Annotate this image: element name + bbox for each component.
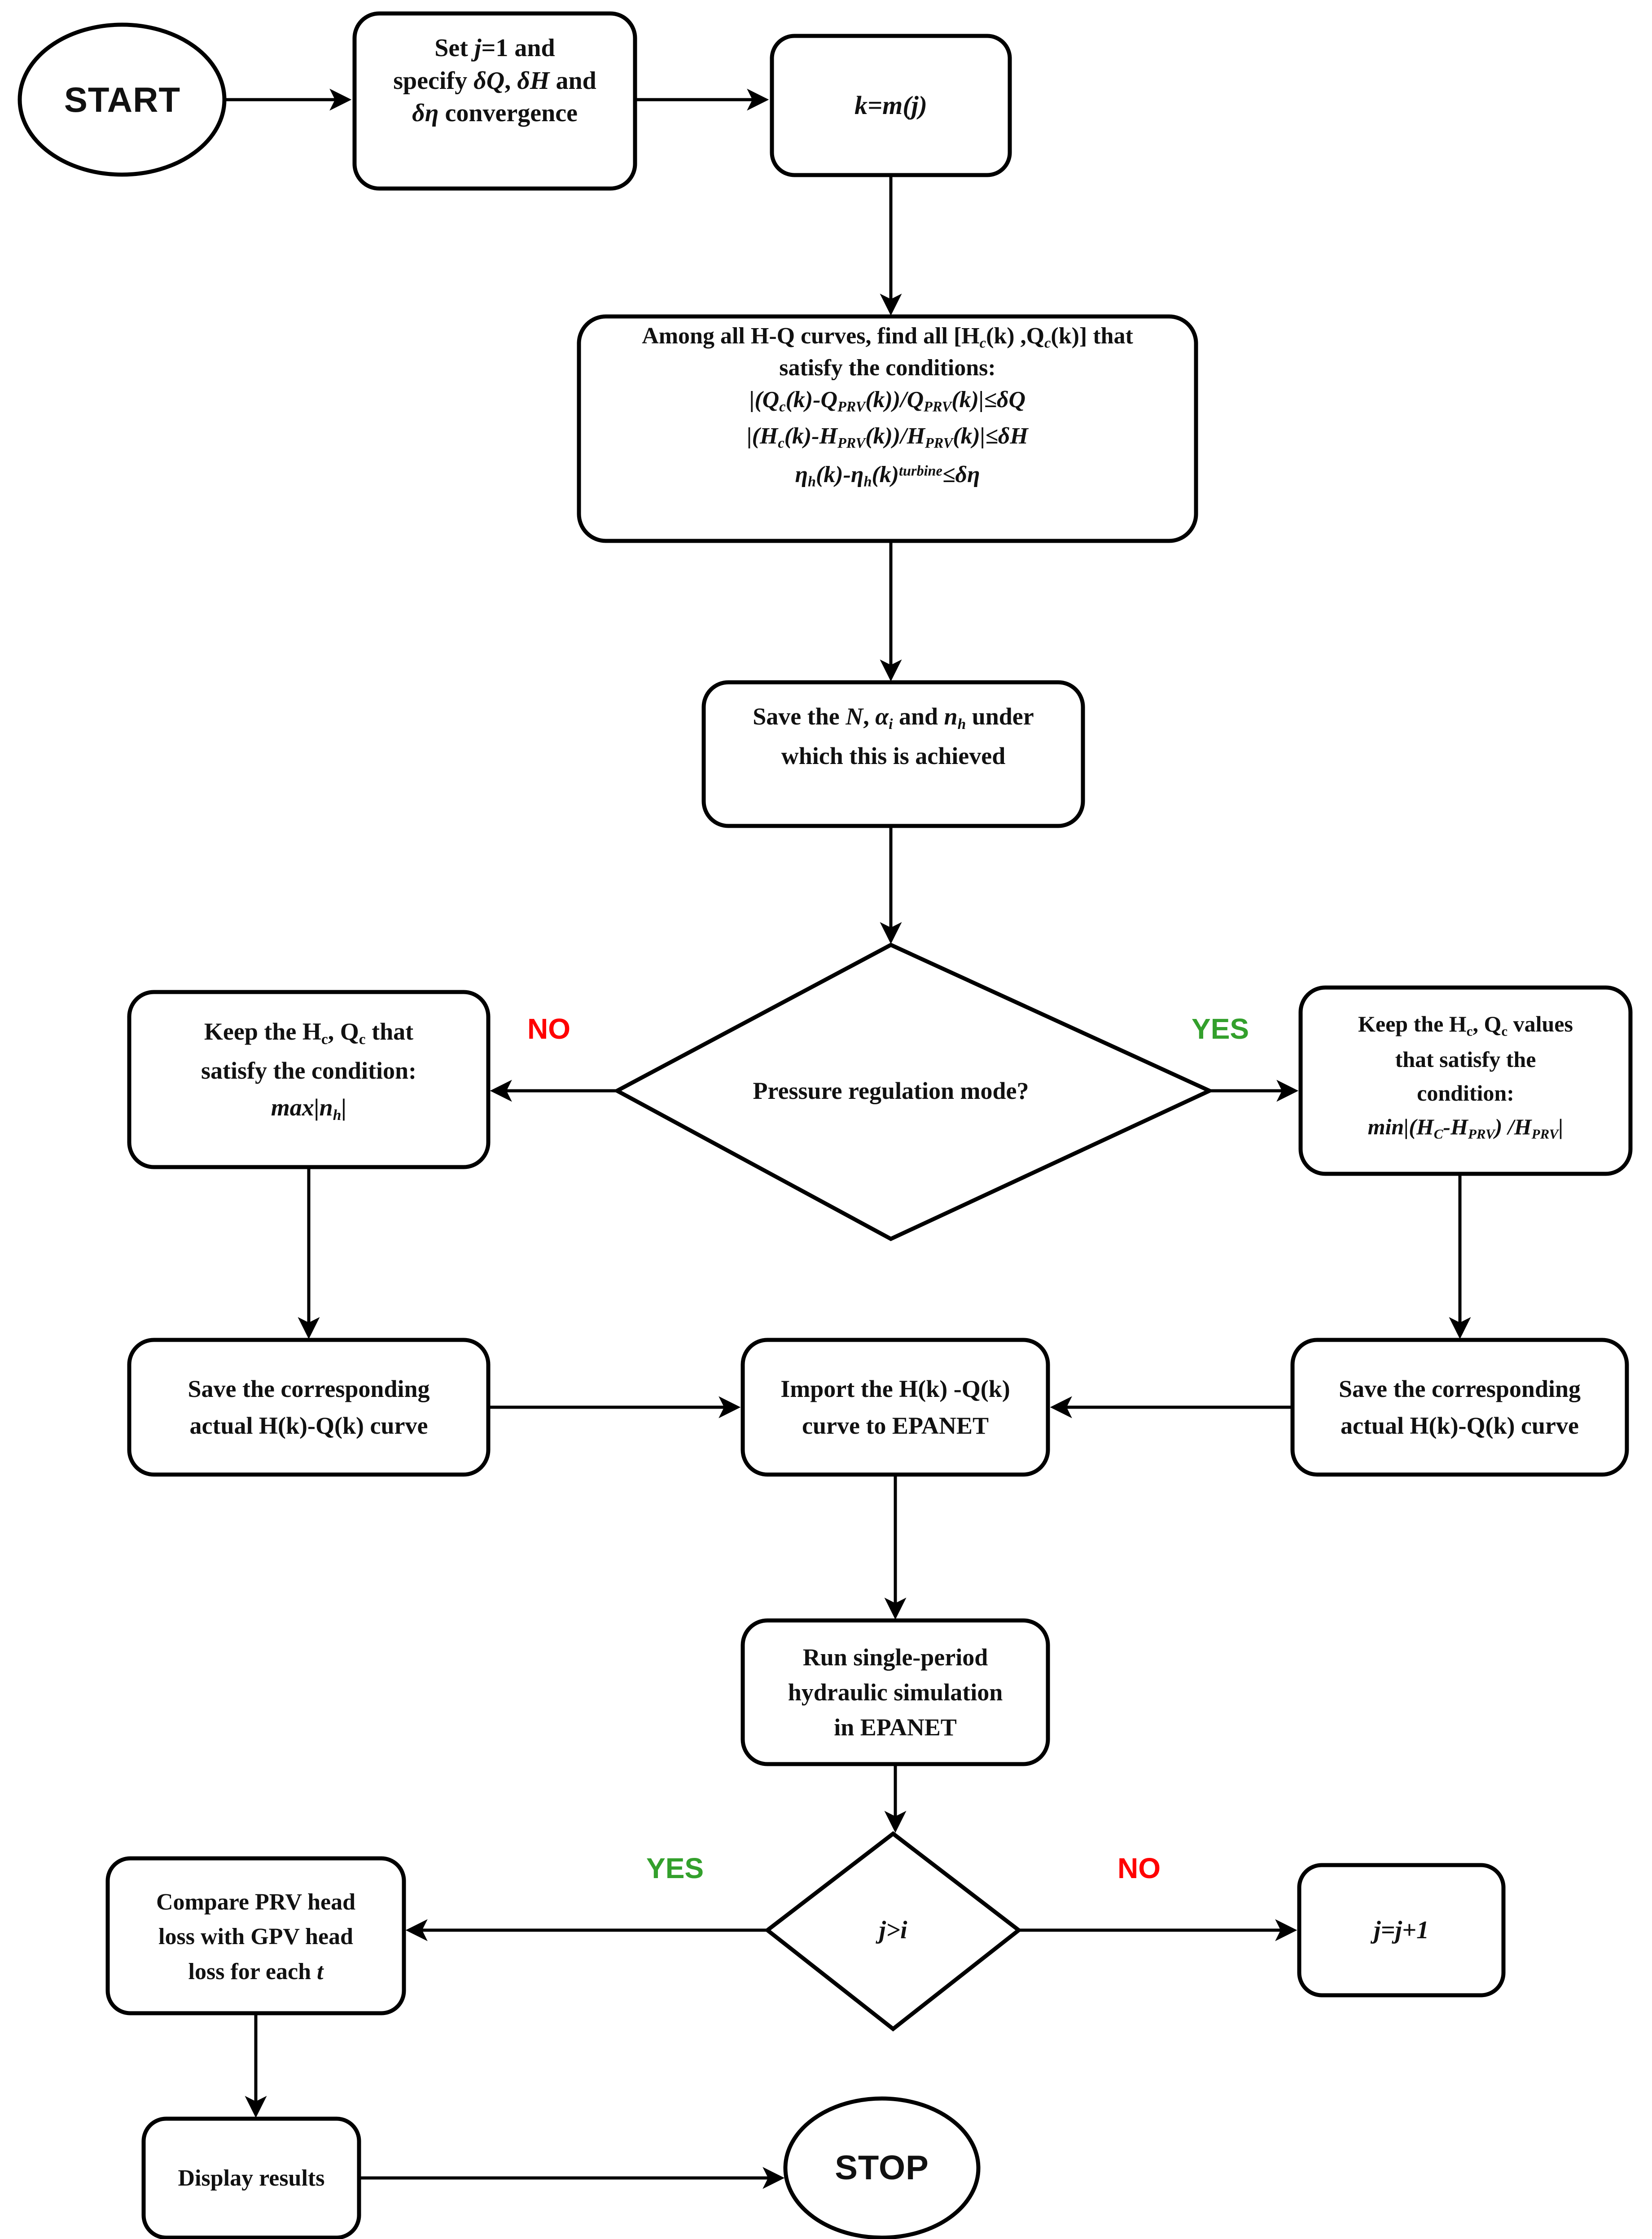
node-stop-shape	[783, 2096, 981, 2239]
node-decision-mode-shape	[613, 942, 1214, 1242]
node-start-shape	[18, 22, 227, 177]
branch-label-mode-yes: YES	[1192, 1013, 1249, 1045]
node-save-curve-left-shape	[127, 1338, 491, 1477]
branch-label-loop-yes: YES	[646, 1852, 704, 1884]
node-save-curve-right-shape	[1290, 1338, 1629, 1477]
node-keep-left-shape	[127, 990, 491, 1169]
node-import-epanet-shape	[741, 1338, 1050, 1477]
node-increment-shape	[1297, 1863, 1506, 1998]
node-find-curves-shape	[577, 314, 1198, 543]
node-keep-right-shape	[1298, 985, 1633, 1176]
node-run-sim-shape	[741, 1618, 1050, 1766]
branch-label-loop-no: NO	[1117, 1852, 1161, 1884]
node-display-shape	[141, 2116, 361, 2239]
node-decision-loop-shape	[764, 1831, 1022, 2032]
node-k-assign-shape	[770, 34, 1012, 177]
node-save-params-shape	[701, 680, 1085, 828]
branch-label-mode-no: NO	[527, 1013, 570, 1045]
node-init-shape	[352, 11, 637, 191]
node-compare-shape	[105, 1856, 406, 2015]
